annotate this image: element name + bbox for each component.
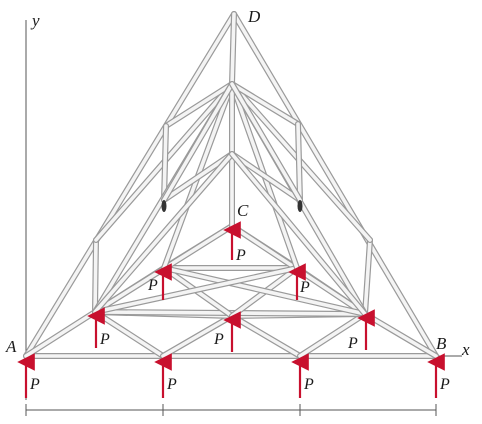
node-a-label: A <box>5 337 17 356</box>
truss-member <box>162 266 367 316</box>
truss-member <box>24 310 97 358</box>
truss-member <box>161 314 234 358</box>
load-label-mid-right: P <box>347 335 358 352</box>
truss-member <box>164 82 234 128</box>
truss-member <box>232 12 438 358</box>
load-label-B: P <box>439 376 450 393</box>
node-d-label: D <box>247 7 261 26</box>
truss-member <box>230 82 302 202</box>
truss-member <box>162 82 234 202</box>
load-label-inner-right: P <box>299 279 310 296</box>
truss-member <box>230 152 302 202</box>
node-c-label: C <box>237 201 249 220</box>
truss-member <box>230 152 367 316</box>
truss-member <box>230 82 300 126</box>
truss-member <box>93 266 299 314</box>
load-label-mid-left: P <box>99 331 110 348</box>
truss-member <box>230 12 236 86</box>
truss-member <box>93 238 98 314</box>
load-label-C: P <box>235 247 246 264</box>
load-label-A: P <box>29 376 40 393</box>
truss-member <box>162 124 168 202</box>
truss-member <box>363 238 372 316</box>
truss-members <box>23 11 439 359</box>
joint-connector <box>161 200 167 212</box>
truss-member <box>230 314 302 358</box>
node-b-label: B <box>436 334 447 353</box>
truss-member <box>363 312 438 358</box>
load-arrows: P P P P P P P P P P <box>17 221 450 398</box>
load-label-inner-left: P <box>147 277 158 294</box>
load-label-bottom-2: P <box>303 376 314 393</box>
truss-member <box>93 310 165 358</box>
load-label-bottom-1: P <box>166 376 177 393</box>
joint-connector <box>297 200 303 212</box>
truss-member <box>296 122 302 202</box>
x-axis-label: x <box>461 340 470 359</box>
load-label-mid-center: P <box>213 331 224 348</box>
truss-member <box>24 12 236 358</box>
truss-member <box>298 312 367 358</box>
truss-member <box>162 152 234 202</box>
labels: y x A B C D <box>5 7 470 359</box>
y-axis-label: y <box>30 11 40 30</box>
truss-member <box>93 152 234 314</box>
